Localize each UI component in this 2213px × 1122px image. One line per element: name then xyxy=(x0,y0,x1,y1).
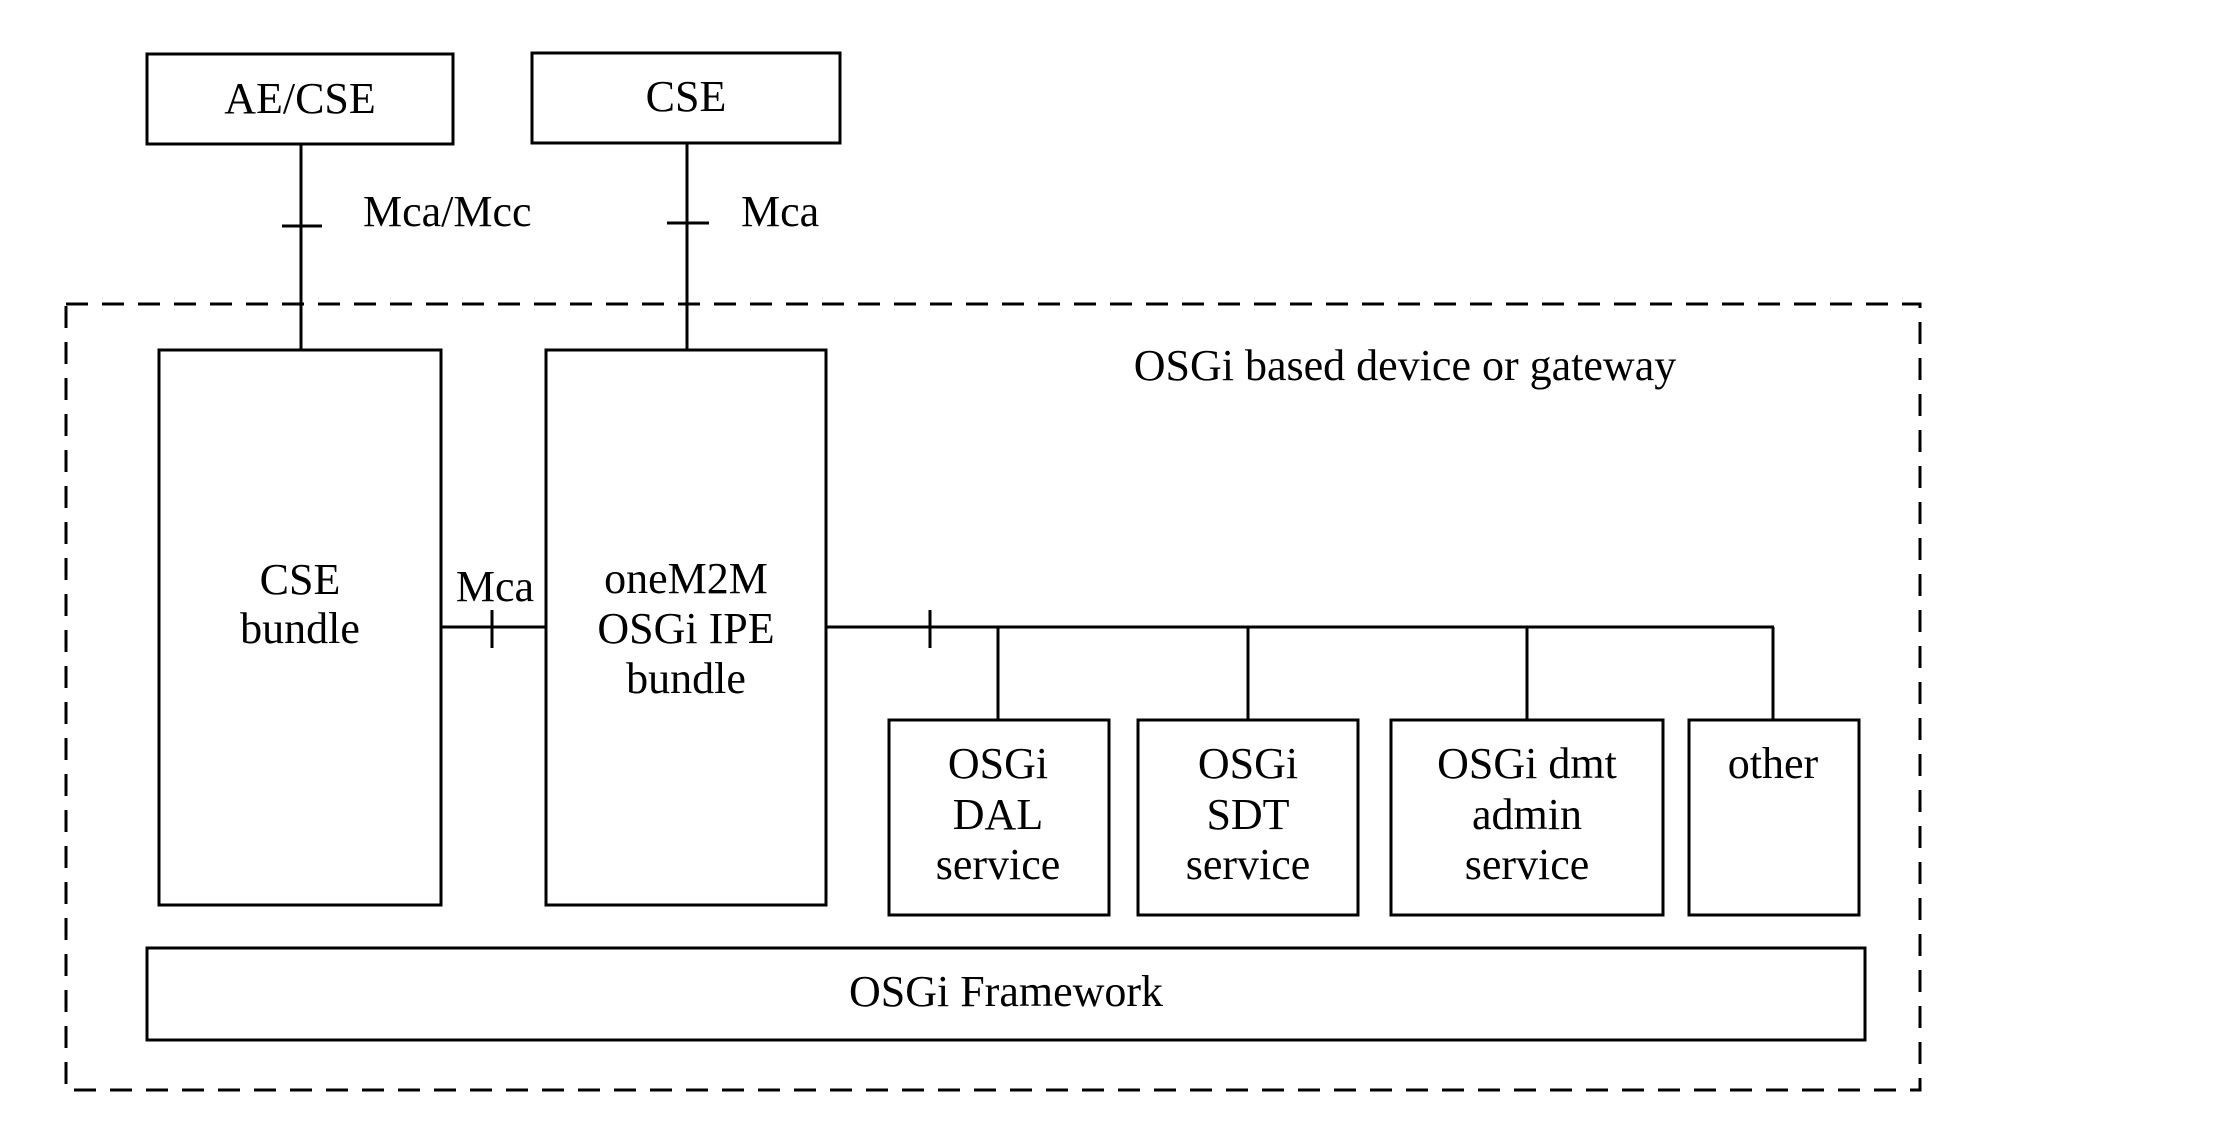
osgi-framework: OSGi Framework xyxy=(145,946,1867,1042)
mca-top-label: Mca xyxy=(741,187,819,236)
cse-bundle: CSE bundle xyxy=(157,348,443,907)
dmt-admin-service: OSGi dmt admin service xyxy=(1389,718,1665,917)
dmt-service-line-1: OSGi dmt xyxy=(1437,739,1617,788)
dal-service-line-3: service xyxy=(936,840,1061,889)
ipe-bundle-line-2: OSGi IPE xyxy=(597,604,774,653)
ipe-bundle-line-3: bundle xyxy=(626,654,746,703)
mca-internal-label: Mca xyxy=(456,562,534,611)
dal-service: OSGi DAL service xyxy=(887,718,1111,917)
ae-cse-node: AE/CSE xyxy=(145,52,455,146)
dal-service-line-1: OSGi xyxy=(948,739,1048,788)
cse-node: CSE xyxy=(530,51,842,145)
ipe-bundle: oneM2M OSGi IPE bundle xyxy=(544,348,828,907)
osgi-framework-label: OSGi Framework xyxy=(849,967,1163,1016)
sdt-service-line-3: service xyxy=(1186,840,1311,889)
dal-service-line-2: DAL xyxy=(953,790,1043,839)
other-service: other xyxy=(1687,718,1861,917)
device-gateway-title: OSGi based device or gateway xyxy=(1134,341,1676,390)
cse-bundle-line-1: CSE xyxy=(260,555,341,604)
sdt-service: OSGi SDT service xyxy=(1136,718,1360,917)
sdt-service-line-2: SDT xyxy=(1206,790,1289,839)
mca-mcc-label: Mca/Mcc xyxy=(363,187,532,236)
dmt-service-line-2: admin xyxy=(1472,790,1582,839)
ipe-bundle-line-1: oneM2M xyxy=(604,554,768,603)
other-service-line-1: other xyxy=(1728,739,1819,788)
dmt-service-line-3: service xyxy=(1465,840,1590,889)
cse-bundle-line-2: bundle xyxy=(240,604,360,653)
device-gateway-boundary xyxy=(64,302,1922,1092)
cse-label: CSE xyxy=(646,72,727,121)
sdt-service-line-1: OSGi xyxy=(1198,739,1298,788)
ae-cse-label: AE/CSE xyxy=(224,74,376,123)
